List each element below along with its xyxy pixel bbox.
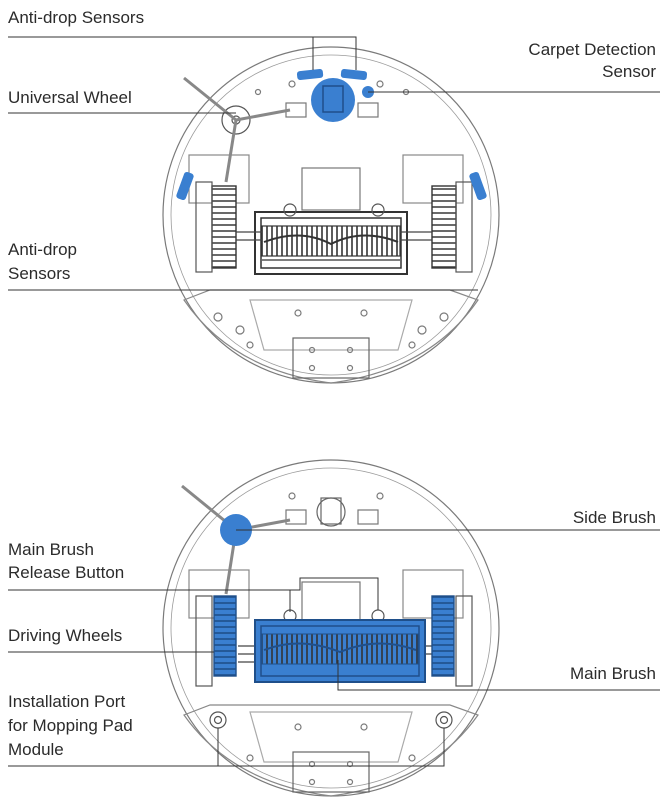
right-drive-wheel: [431, 595, 455, 677]
top-highlights: [176, 68, 487, 201]
left-drive-wheel: [213, 595, 237, 677]
anti-drop-sensor-left: [176, 171, 194, 201]
label-anti-drop-sensors-side-line1: Anti-drop: [8, 240, 77, 259]
anti-drop-sensor-front-left: [296, 68, 324, 81]
label-anti-drop-sensors-top: Anti-drop Sensors: [8, 8, 145, 27]
label-install-port-line2: for Mopping Pad: [8, 716, 133, 735]
right-drive-wheel-top: [431, 185, 457, 269]
bottom-port-plate: [292, 337, 370, 379]
bottom-leader-lines: [8, 529, 660, 767]
top-leader-lines: [8, 36, 660, 291]
left-drive-wheel-top: [211, 185, 237, 269]
label-main-brush: Main Brush: [570, 664, 656, 683]
label-universal-wheel: Universal Wheel: [8, 88, 132, 107]
label-anti-drop-sensors-side-line2: Sensors: [8, 264, 71, 283]
front-caster-highlight: [311, 78, 355, 122]
label-install-port-line1: Installation Port: [8, 692, 126, 711]
label-driving-wheels: Driving Wheels: [8, 626, 123, 645]
mop-port-left: [209, 711, 227, 729]
label-install-port-line3: Module: [8, 740, 64, 759]
label-main-brush-release-line2: Release Button: [8, 563, 125, 582]
bottom-highlights: [213, 514, 455, 683]
label-main-brush-release-line1: Main Brush: [8, 540, 94, 559]
label-carpet-detection-line1: Carpet Detection: [528, 40, 656, 59]
label-side-brush: Side Brush: [572, 508, 656, 527]
anti-drop-sensor-front-right: [340, 68, 368, 81]
main-brush-housing-top: [254, 211, 408, 275]
robot-top-view: [162, 46, 500, 384]
robot-bottom-view: [162, 459, 500, 797]
universal-wheel: [221, 105, 251, 135]
mop-port-right: [435, 711, 453, 729]
label-carpet-detection-line2: Sensor: [602, 62, 656, 81]
anti-drop-sensor-right: [469, 171, 487, 201]
